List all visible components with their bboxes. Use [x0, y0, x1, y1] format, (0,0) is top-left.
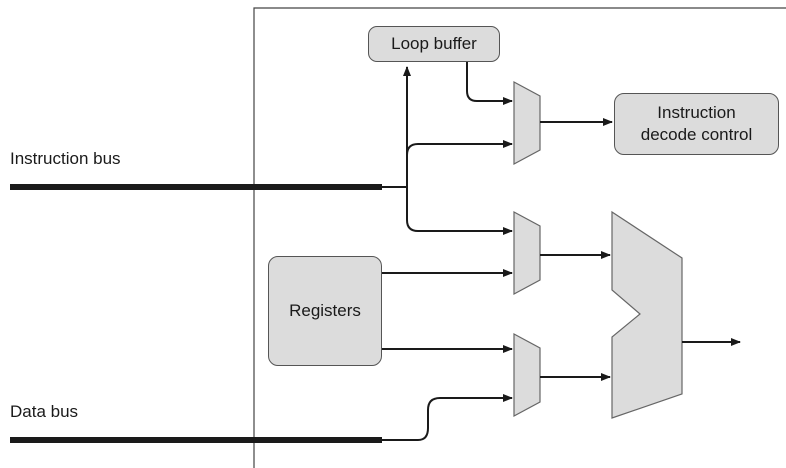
mux-alu-b [513, 332, 541, 418]
data-bus-label: Data bus [10, 402, 79, 421]
instruction-bus-label: Instruction bus [10, 149, 121, 168]
instruction-decode-control-block: Instruction decode control [614, 93, 779, 155]
instruction-decode-label-line1: Instruction [657, 103, 736, 122]
registers-label: Registers [289, 301, 361, 320]
loop-buffer-block: Loop buffer [368, 26, 500, 62]
alu-block [611, 210, 683, 419]
registers-block: Registers [268, 256, 382, 366]
mux-alu-a [513, 210, 541, 296]
frame-border [253, 7, 786, 468]
data-bus-routing [382, 394, 513, 441]
instruction-bus-routing [382, 66, 513, 235]
instruction-decode-label-line2: decode control [640, 125, 753, 144]
mux-decode [513, 80, 541, 166]
loop-buffer-label: Loop buffer [391, 34, 477, 53]
loop-buffer-output-wire [466, 62, 513, 105]
